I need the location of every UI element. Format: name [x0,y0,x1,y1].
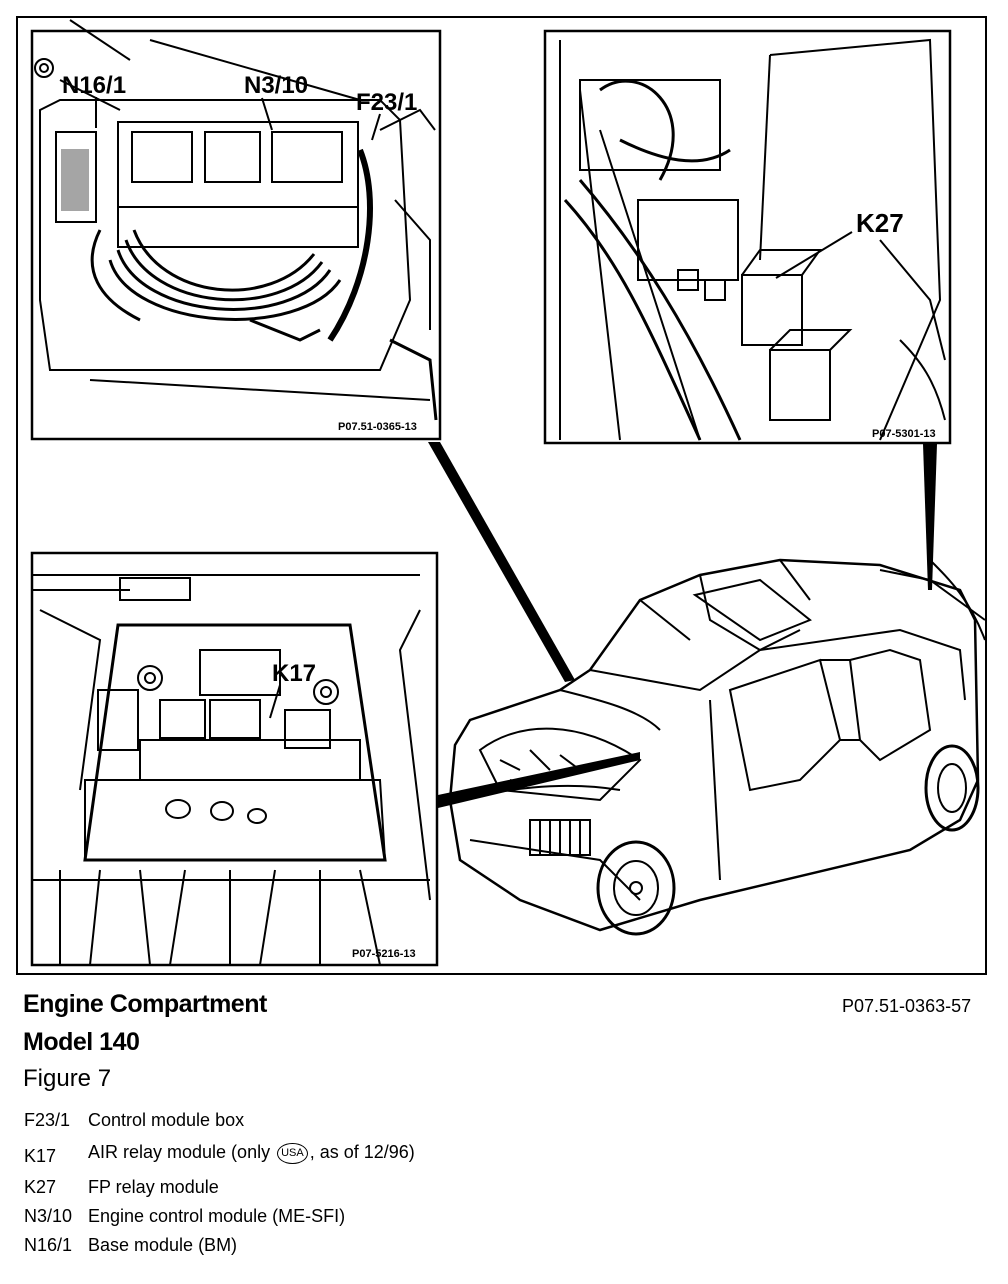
leader-top-left [428,442,575,682]
legend-description: Control module box [88,1110,245,1130]
legend-code: N16/1 [24,1235,73,1255]
car-illustration [448,558,986,936]
legend-description: Base module (BM) [88,1235,238,1255]
legend-description: Engine control module (ME-SFI) [88,1206,346,1226]
figure-title: Engine Compartment [23,990,267,1018]
legend-code: N3/10 [24,1206,73,1226]
label-k27: K27 [856,208,904,238]
legend-description-part: , as of 12/96) [309,1142,415,1162]
panel-ref-top-left: P07.51-0365-13 [338,421,417,433]
figure-frame [16,16,987,975]
label-k17: K17 [272,660,316,687]
legend-description: FP relay module [88,1177,219,1197]
usa-badge: USA [277,1142,308,1164]
panel-air-relay: K17 P07-5216-13 [30,551,439,967]
panel-control-module-box: N16/1 N3/10 F23/1 P07.51-0365-13 [30,19,442,441]
panel-ref-bottom-left: P07-5216-13 [352,948,416,960]
legend-description: AIR relay module (only USA, as of 12/96) [88,1142,415,1164]
legend-code: K17 [24,1146,57,1166]
panel-fp-relay: K27 P07-5301-13 [543,29,952,445]
label-f23-1: F23/1 [356,89,417,116]
model-label: Model 140 [23,1028,140,1056]
legend-code: K27 [24,1177,57,1197]
figure-reference: P07.51-0363-57 [842,996,972,1016]
label-n16-1: N16/1 [62,72,126,99]
figure-number: Figure 7 [23,1065,112,1092]
label-n3-10: N3/10 [244,72,308,99]
leader-top-right [923,444,937,590]
panel-ref-top-right: P07-5301-13 [872,428,936,440]
legend-description-part: AIR relay module (only [88,1142,271,1162]
legend-code: F23/1 [24,1110,71,1130]
